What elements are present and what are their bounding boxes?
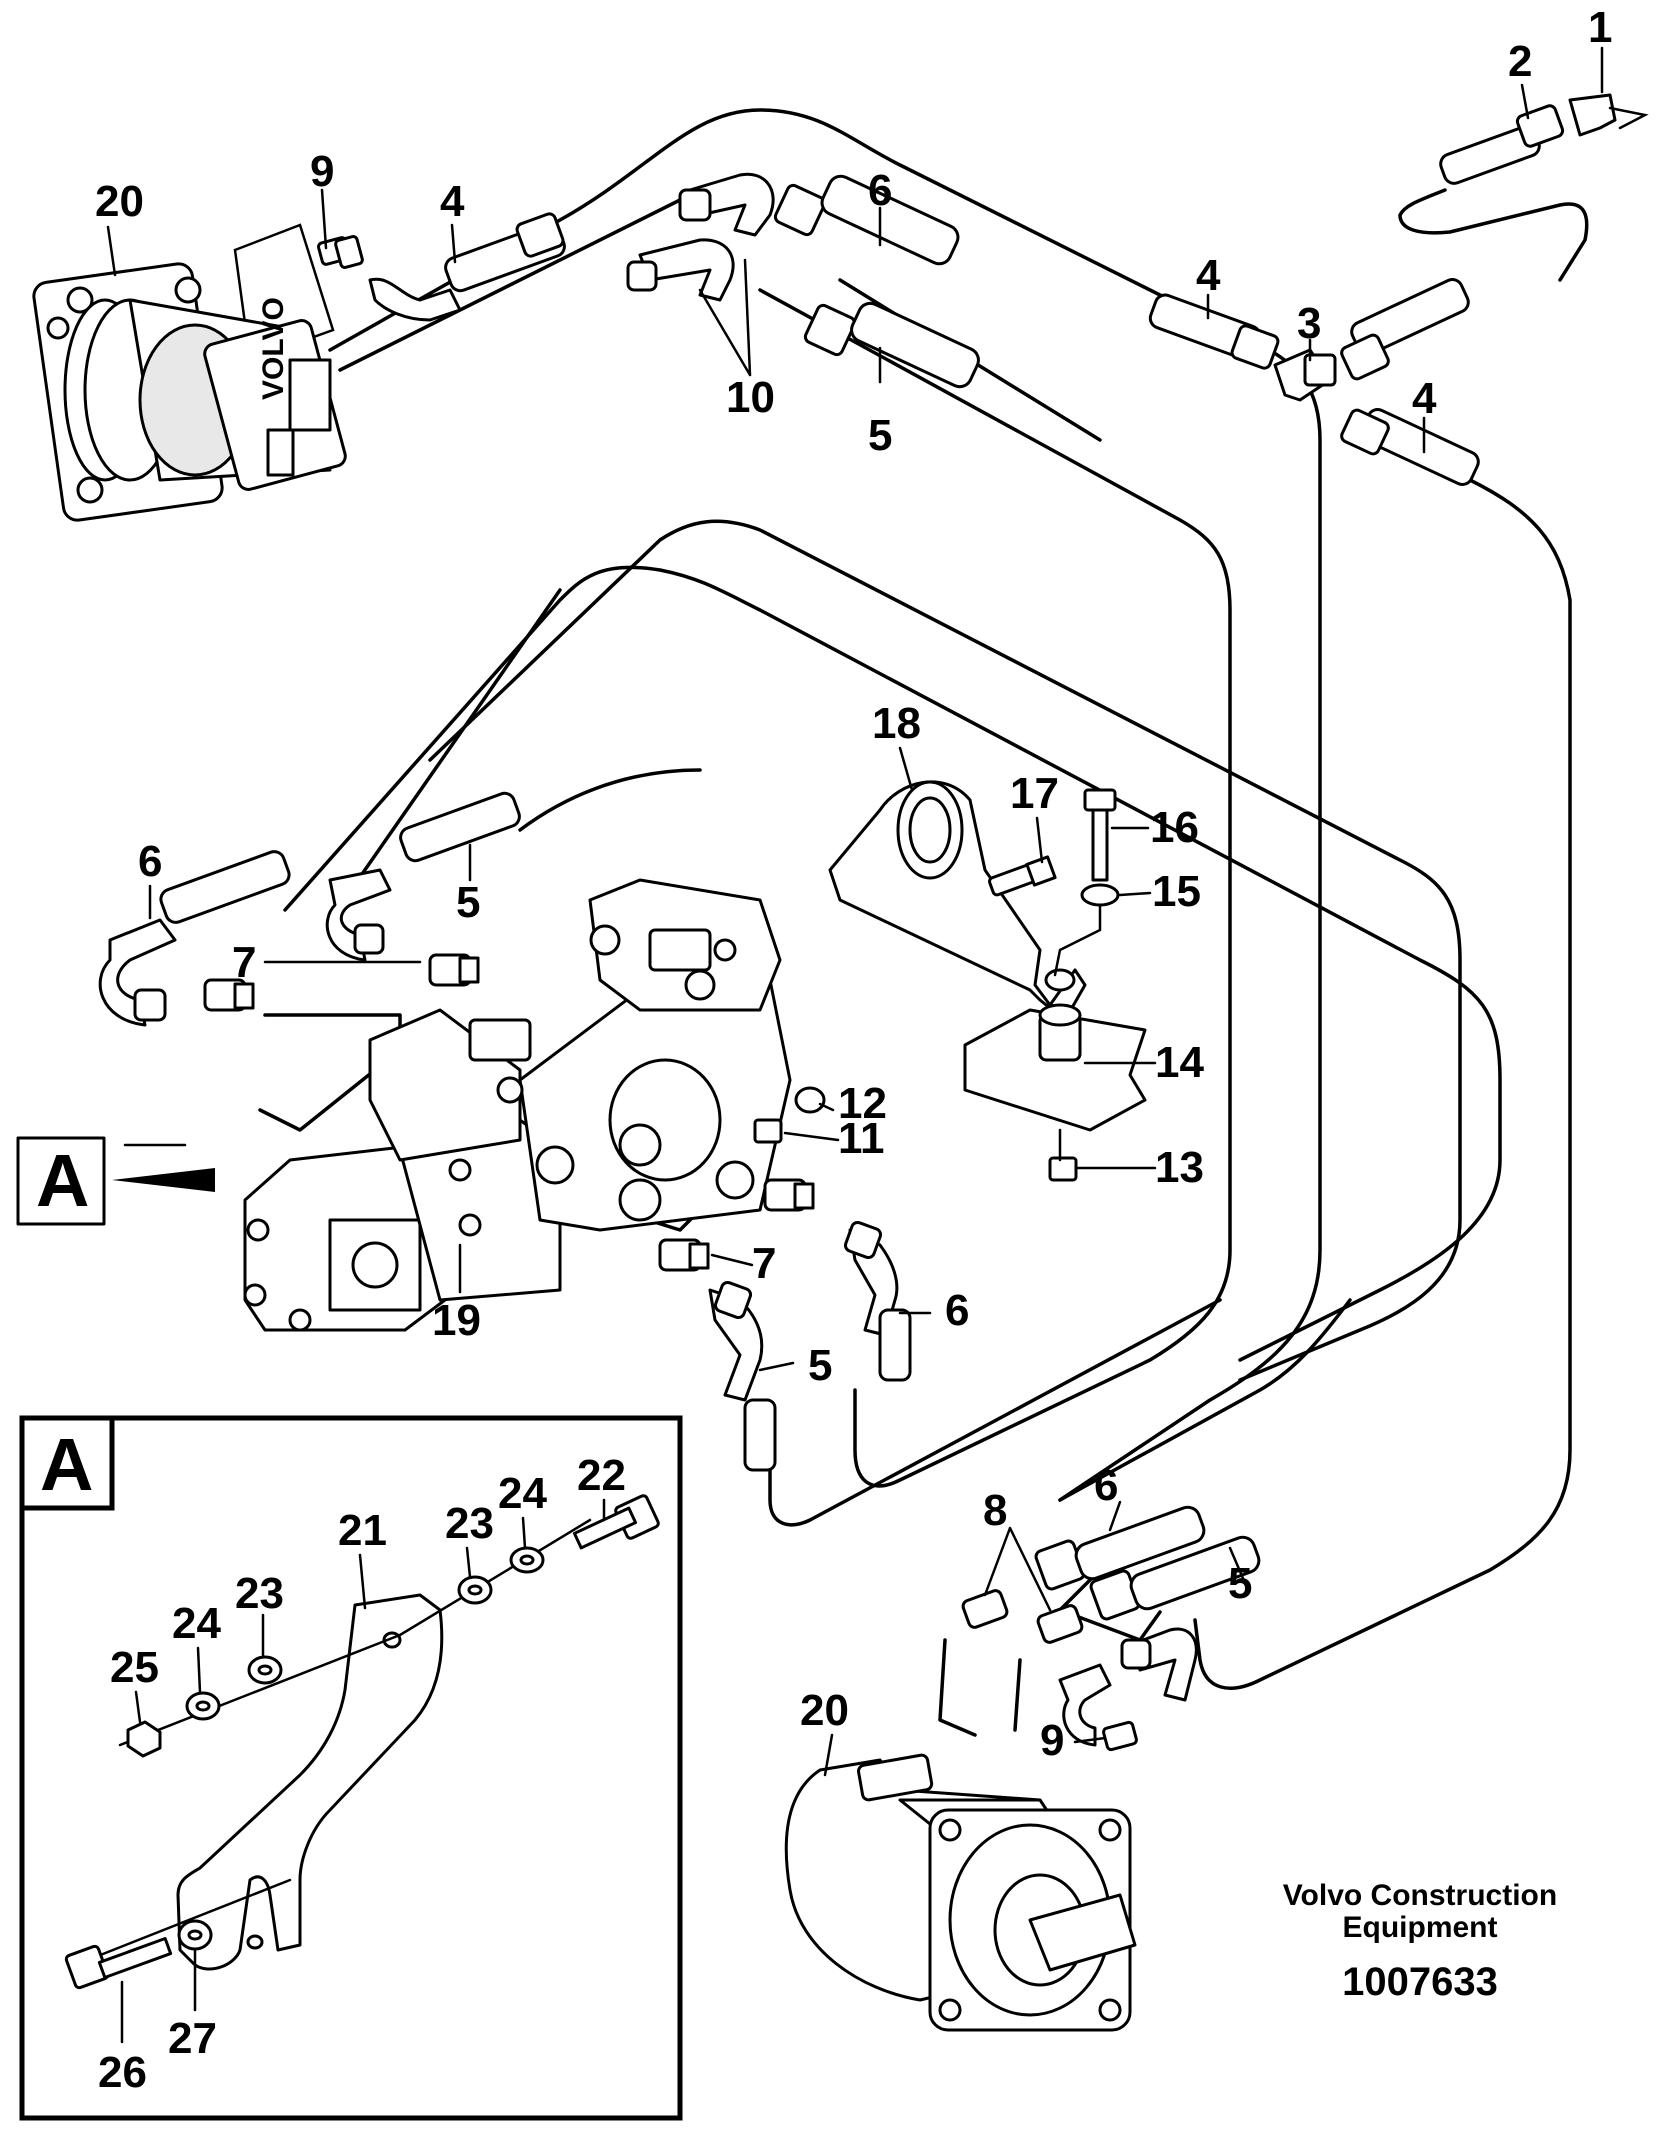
callout-23-upper: 23 (445, 1499, 494, 1548)
callout-5-pump: 5 (808, 1341, 832, 1390)
callout-6-pump: 6 (945, 1286, 969, 1335)
callout-6-left: 6 (138, 837, 162, 886)
callout-9-lower: 9 (1040, 1716, 1064, 1765)
hydraulic-pump (243, 878, 792, 1332)
callout-3: 3 (1297, 299, 1321, 348)
callout-1: 1 (1588, 3, 1612, 52)
callout-8: 8 (983, 1486, 1007, 1535)
callout-6-lower: 6 (1094, 1461, 1118, 1510)
footer-block: Volvo Construction Equipment 1007633 (1283, 1879, 1557, 2004)
callout-21: 21 (338, 1506, 387, 1555)
callout-10: 10 (726, 373, 775, 422)
callout-5-top: 5 (868, 411, 892, 460)
callout-leaders (106, 46, 1604, 2044)
company-name-line1: Volvo Construction (1283, 1879, 1557, 1912)
callout-5-left: 5 (456, 878, 480, 927)
callout-26: 26 (98, 2048, 147, 2097)
callout-20-upper: 20 (95, 177, 144, 226)
callout-27: 27 (168, 2014, 217, 2063)
callout-15: 15 (1152, 867, 1201, 916)
callout-19: 19 (432, 1296, 481, 1345)
callout-6-top: 6 (868, 166, 892, 215)
detail-a-box: A (19, 1415, 683, 2121)
detail-marker-letter: A (36, 1139, 89, 1222)
callout-7-upper: 7 (232, 938, 256, 987)
callout-numbers: 1 2 3 4 4 4 5 5 5 5 6 6 6 6 7 7 8 9 9 10… (95, 3, 1612, 2097)
drawing-number: 1007633 (1342, 1960, 1498, 2004)
motor-brand-plate: VOLVO (257, 297, 290, 400)
callout-20-lower: 20 (800, 1686, 849, 1735)
bracket-assembly (753, 780, 1147, 1182)
callout-22: 22 (577, 1451, 626, 1500)
travel-motor-upper: VOLVO (32, 262, 347, 522)
callout-24-upper: 24 (498, 1469, 547, 1518)
detail-box-letter: A (40, 1423, 93, 1506)
callout-25: 25 (110, 1643, 159, 1692)
company-name-line2: Equipment (1343, 1911, 1498, 1944)
callout-4-right: 4 (1412, 374, 1437, 423)
detail-marker-a: A (16, 1136, 215, 1226)
callout-2: 2 (1508, 37, 1532, 86)
callout-13: 13 (1155, 1143, 1204, 1192)
callout-23-left: 23 (235, 1569, 284, 1618)
callout-17: 17 (1010, 769, 1059, 818)
lower-fittings (961, 1505, 1261, 1752)
callout-16: 16 (1150, 803, 1199, 852)
callout-5-lower: 5 (1228, 1559, 1252, 1608)
callout-4-upper-left: 4 (440, 177, 465, 226)
callout-7-lower: 7 (752, 1239, 776, 1288)
callout-4-upper-right: 4 (1196, 251, 1221, 300)
travel-motor-lower (784, 1753, 1137, 2032)
upper-fittings (317, 93, 1649, 486)
pump-fittings (98, 791, 912, 1472)
callout-11: 11 (838, 1114, 885, 1163)
callout-12: 12 (838, 1079, 887, 1128)
callout-9-upper: 9 (310, 147, 334, 196)
callout-24-left: 24 (172, 1599, 221, 1648)
callout-18: 18 (872, 699, 921, 748)
callout-14: 14 (1155, 1038, 1204, 1087)
